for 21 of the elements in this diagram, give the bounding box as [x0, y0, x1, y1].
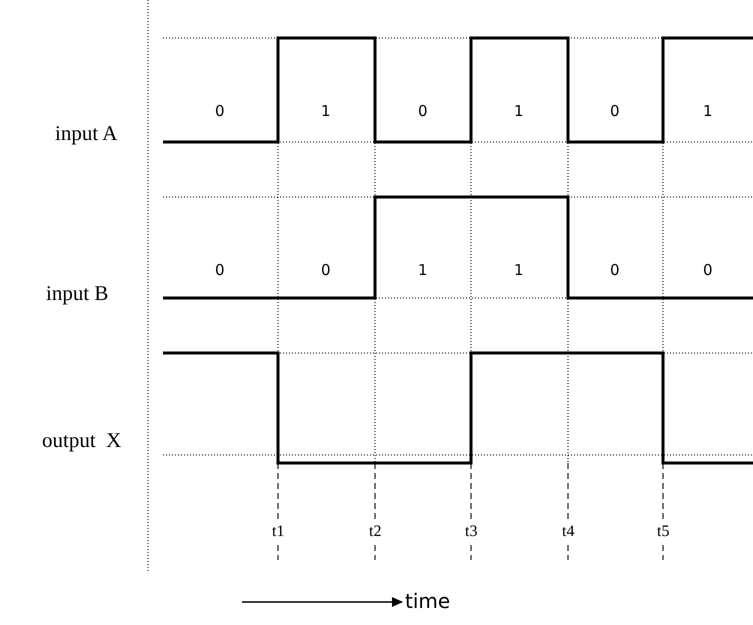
bit-value: 1 — [514, 263, 524, 278]
bit-value: 0 — [215, 263, 225, 278]
bit-value: 1 — [418, 263, 428, 278]
signal-label: input A — [55, 123, 118, 144]
time-marker-label: t3 — [465, 524, 478, 540]
time-marker-label: t5 — [657, 524, 670, 540]
bit-value: 0 — [610, 263, 620, 278]
bit-value: 0 — [215, 104, 225, 119]
signal-label: input B — [46, 283, 108, 304]
bit-value: 0 — [610, 104, 620, 119]
bit-value: 1 — [321, 104, 331, 119]
signal-label: output X — [42, 430, 122, 451]
bit-value: 0 — [321, 263, 331, 278]
bit-value: 1 — [514, 104, 524, 119]
axis-label: time — [405, 591, 450, 611]
time-marker-label: t4 — [562, 524, 574, 540]
time-marker-label: t1 — [272, 524, 284, 540]
time-marker-label: t2 — [369, 524, 382, 540]
bit-value: 1 — [703, 104, 713, 119]
bit-value: 0 — [703, 263, 713, 278]
bit-value: 0 — [418, 104, 428, 119]
